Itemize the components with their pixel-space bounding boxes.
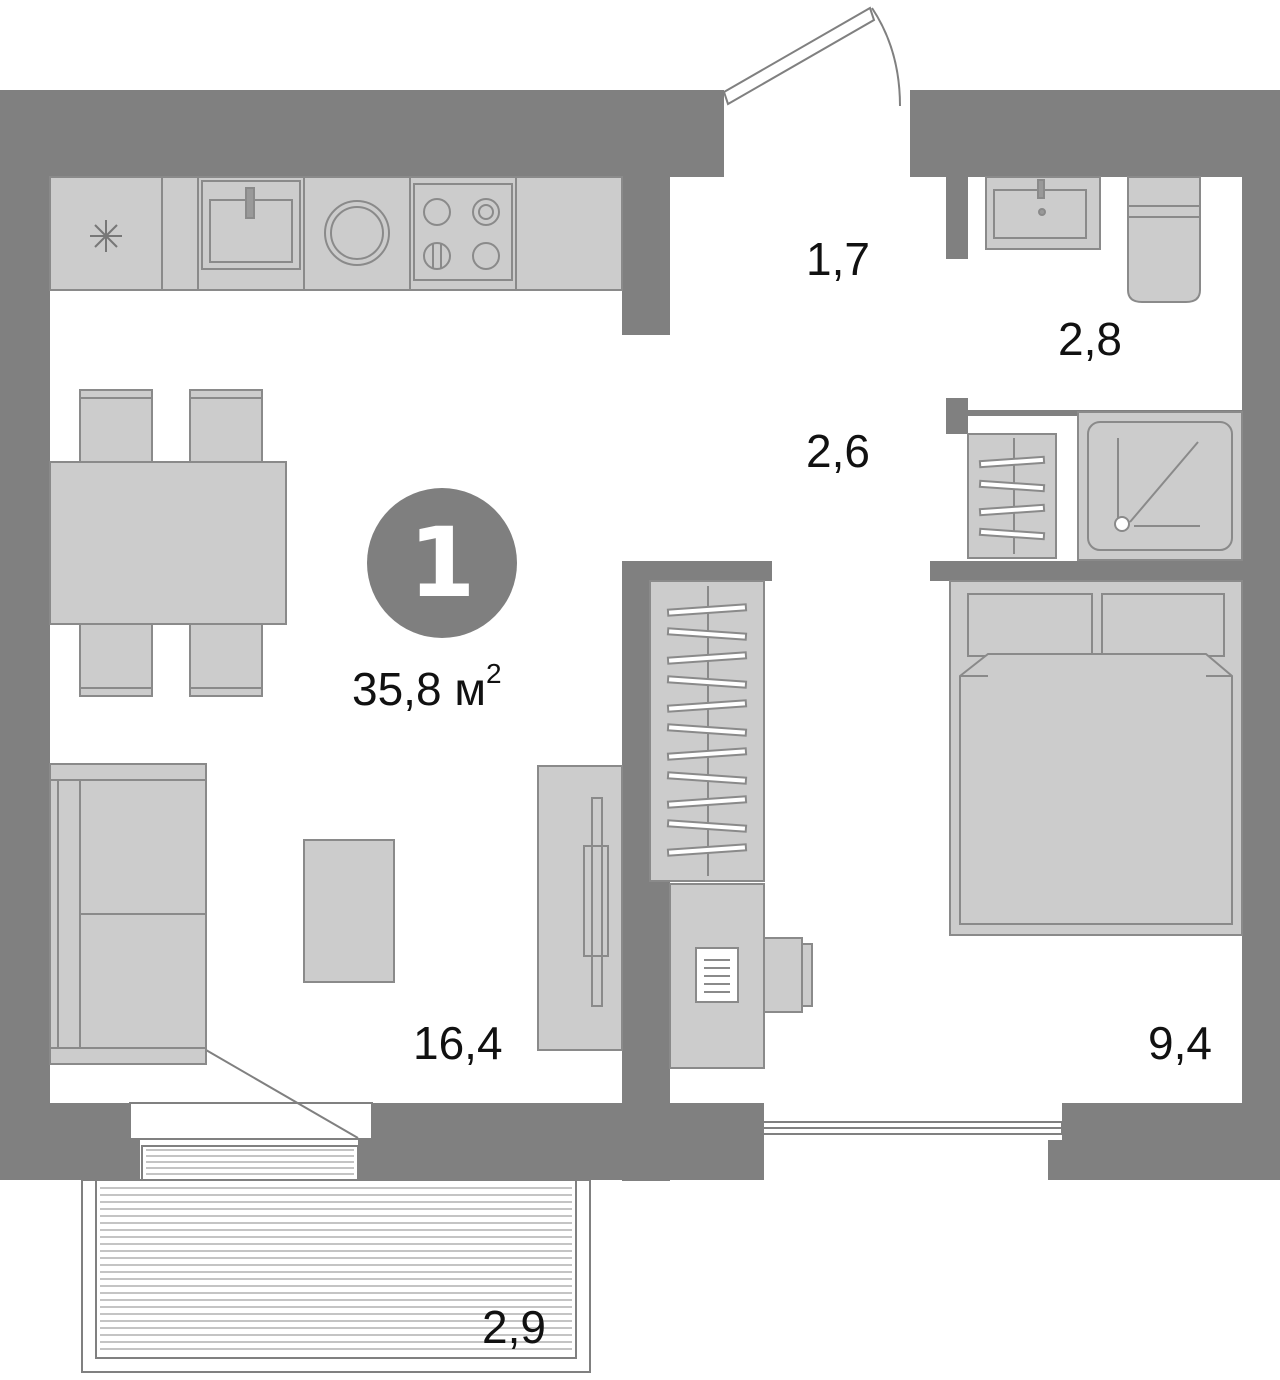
hanger bbox=[978, 455, 1046, 469]
tv-icon bbox=[591, 797, 603, 1007]
total-area-value: 35,8 bbox=[352, 663, 442, 715]
wall-bottom-mid-b bbox=[358, 1140, 764, 1180]
fridge-icon bbox=[90, 220, 122, 252]
area-bedroom: 9,4 bbox=[1148, 1017, 1212, 1069]
area-living-kitchen: 16,4 bbox=[413, 1017, 503, 1069]
tv-unit bbox=[537, 765, 623, 1051]
area-bathroom: 2,8 bbox=[1058, 313, 1122, 365]
washer-cabinet bbox=[967, 433, 1057, 559]
chair-bottom-left bbox=[79, 623, 153, 697]
wall-bath-stub bbox=[946, 177, 968, 259]
bathroom-fixtures bbox=[967, 176, 1243, 561]
door-swing-arc bbox=[871, 7, 901, 107]
wall-bottom-left-b bbox=[0, 1140, 140, 1180]
dining-table bbox=[49, 461, 287, 625]
wall-partition-cap bbox=[622, 561, 772, 581]
wall-top-left bbox=[0, 90, 724, 177]
shower-icon bbox=[1077, 411, 1243, 561]
washbasin-icon bbox=[985, 176, 1101, 250]
total-area: 35,8 м2 bbox=[352, 658, 502, 716]
chair-top-left bbox=[79, 389, 153, 463]
wall-right bbox=[1242, 90, 1280, 1180]
wall-bedroom-top bbox=[930, 561, 1242, 581]
hanger bbox=[666, 627, 748, 641]
area-balcony: 2,9 bbox=[482, 1301, 546, 1353]
chair-top-right bbox=[189, 389, 263, 463]
kitchen-counter bbox=[49, 176, 623, 291]
hanger bbox=[666, 603, 748, 617]
hanger bbox=[666, 699, 748, 713]
balcony-door-line bbox=[205, 1049, 359, 1139]
room-count-badge: 1 bbox=[367, 488, 517, 638]
hanger bbox=[666, 771, 748, 785]
hanger bbox=[666, 675, 748, 689]
hanger bbox=[978, 503, 1046, 517]
hanger bbox=[666, 747, 748, 761]
balcony-opening bbox=[129, 1102, 373, 1140]
windows bbox=[129, 1049, 1063, 1140]
hanger bbox=[666, 651, 748, 665]
bed bbox=[949, 580, 1243, 936]
desk-chair bbox=[763, 937, 803, 1013]
wall-kitchen-stub bbox=[622, 177, 670, 335]
toilet-icon bbox=[1127, 176, 1201, 303]
cooktop-icon bbox=[413, 183, 513, 281]
total-area-unit-power: 2 bbox=[485, 658, 502, 689]
balcony bbox=[81, 1145, 591, 1373]
hanger bbox=[978, 479, 1046, 493]
wall-top-right bbox=[910, 90, 1280, 177]
hanger bbox=[978, 527, 1046, 541]
wall-left bbox=[0, 90, 50, 1180]
sofa bbox=[49, 763, 207, 1065]
dining-set bbox=[49, 389, 287, 697]
door-leaf bbox=[722, 6, 876, 106]
wall-bottom-right-b bbox=[1048, 1140, 1280, 1180]
total-area-unit: м bbox=[454, 663, 486, 715]
pillow-right bbox=[1101, 593, 1225, 657]
pillow-left bbox=[967, 593, 1093, 657]
hanger bbox=[666, 843, 748, 857]
desk bbox=[669, 883, 813, 1069]
entrance-door bbox=[722, 6, 901, 107]
area-hall: 1,7 bbox=[806, 233, 870, 285]
kitchen-sink-icon bbox=[201, 180, 301, 270]
hanger bbox=[666, 795, 748, 809]
area-corridor: 2,6 bbox=[806, 425, 870, 477]
chair-bottom-right bbox=[189, 623, 263, 697]
washing-machine-icon bbox=[324, 200, 390, 266]
wardrobe-hall bbox=[649, 580, 765, 882]
hanger bbox=[666, 819, 748, 833]
hanger bbox=[666, 723, 748, 737]
coffee-table bbox=[303, 839, 395, 983]
